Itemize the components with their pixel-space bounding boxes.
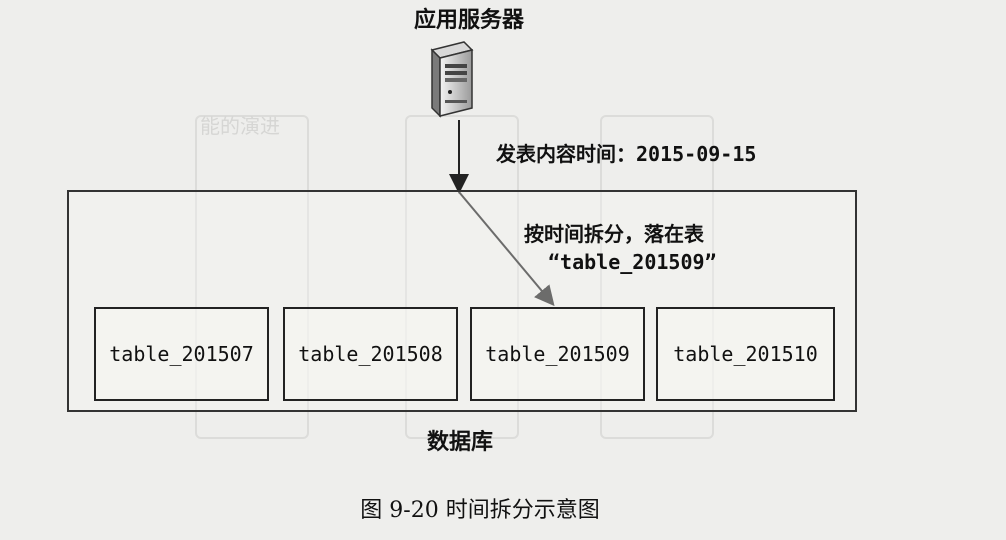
background-ghost-cylinder bbox=[195, 115, 309, 439]
request-time-label: 发表内容时间：2015-09-15 bbox=[496, 142, 757, 166]
database-label: 数据库 bbox=[426, 430, 493, 455]
table-name: table_201509 bbox=[485, 342, 630, 366]
table-name: table_201508 bbox=[298, 342, 443, 366]
table-box: table_201508 bbox=[283, 307, 458, 401]
table-name: table_201510 bbox=[673, 342, 818, 366]
table-box: table_201510 bbox=[656, 307, 835, 401]
figure-caption: 图 9-20 时间拆分示意图 bbox=[360, 498, 600, 523]
background-ghost-cylinder bbox=[405, 115, 519, 439]
background-ghost-text: 能的演进 bbox=[200, 114, 280, 138]
server-icon bbox=[430, 41, 474, 118]
route-arrow bbox=[458, 191, 555, 307]
background-ghost-cylinder bbox=[600, 115, 714, 439]
table-box: table_201509 bbox=[470, 307, 645, 401]
server-label: 应用服务器 bbox=[413, 8, 524, 33]
route-note-line1: 按时间拆分，落在表 bbox=[524, 222, 704, 246]
table-name: table_201507 bbox=[109, 342, 254, 366]
table-box: table_201507 bbox=[94, 307, 269, 401]
route-note-line2: “table_201509” bbox=[548, 250, 717, 274]
